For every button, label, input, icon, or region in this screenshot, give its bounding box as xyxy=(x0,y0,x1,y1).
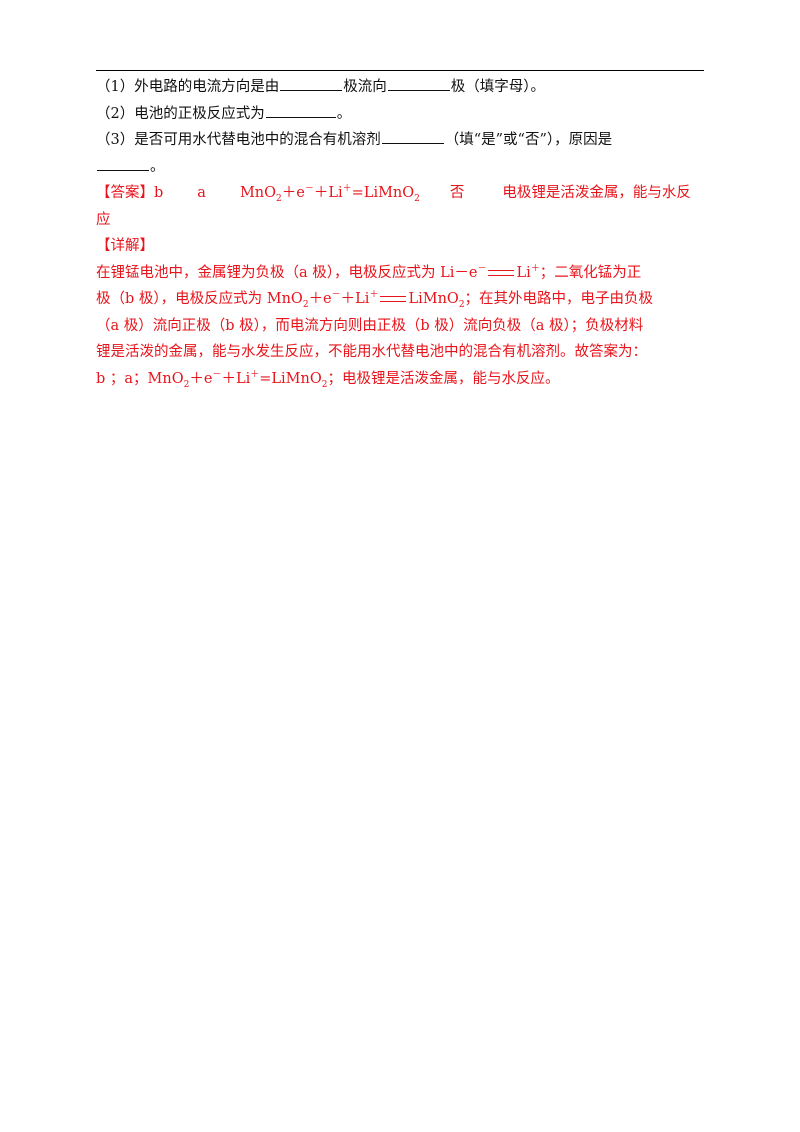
answer-label: 【答案】 xyxy=(96,185,154,201)
explanation-line-4: 锂是活泼的金属，能与水发生反应，不能用水代替电池中的混合有机溶剂。故答案为： xyxy=(96,344,647,360)
explanation-line-5: b ；a；MnO2＋e－＋Li＋=LiMnO2；电极锂是活泼金属，能与水反应。 xyxy=(96,369,560,390)
question-3: （3）是否可用水代替电池中的混合有机溶剂 （填“是”或“否”），原因是 xyxy=(96,127,706,154)
question-1-text: 极流向 xyxy=(343,79,387,95)
question-2: （2）电池的正极反应式为 。 xyxy=(96,101,706,128)
answer-5-continued: 应 xyxy=(96,211,111,228)
equals-sign xyxy=(488,269,515,276)
question-3-text: 。 xyxy=(150,158,165,175)
equals-sign xyxy=(380,296,407,302)
question-2-text: 。 xyxy=(336,105,352,122)
answer-blank xyxy=(265,116,336,118)
explanation-label: 【详解】 xyxy=(96,238,154,254)
question-1: （1）外电路的电流方向是由 极流向 极（填字母）。 xyxy=(96,74,706,101)
header-rule xyxy=(96,70,704,71)
answer-blank xyxy=(280,89,343,91)
question-1-text: 极（填字母）。 xyxy=(450,79,545,95)
answer-blank xyxy=(97,169,149,171)
answer-4: 否 xyxy=(449,185,465,201)
answer-2: a xyxy=(197,185,206,201)
answer-blank xyxy=(381,142,444,144)
question-1-text: （1）外电路的电流方向是由 xyxy=(96,79,280,95)
answer-3: MnO2＋e－＋Li＋=LiMnO2 xyxy=(239,184,420,204)
answer-blank xyxy=(387,89,450,91)
question-3-text: （填“是”或“否”），原因是 xyxy=(444,132,613,148)
explanation-line-2: 极（b 极），电极反应式为 MnO2＋e－＋Li＋LiMnO2；在其外电路中，电… xyxy=(96,290,654,310)
explanation-line-3: （a 极）流向正极（b 极），而电流方向则由正极（b 极）流向负极（a 极）；负… xyxy=(96,317,644,334)
explanation-line-1: 在锂锰电池中，金属锂为负极（a 极），电极反应式为 Li－e－Li＋；二氧化锰为… xyxy=(96,263,642,281)
answer-line: 【答案】b a MnO2＋e－＋Li＋=LiMnO2 否 电极锂是活泼金属，能与水反 xyxy=(96,180,706,207)
answer-line-continued: 应 xyxy=(96,207,706,234)
question-3-text: （3）是否可用水代替电池中的混合有机溶剂 xyxy=(96,132,381,148)
answer-5: 电极锂是活泼金属，能与水反 xyxy=(502,185,691,201)
answer-1: b xyxy=(154,185,164,201)
document-body: （1）外电路的电流方向是由极流向极（填字母）。 （2）电池的正极反应式为。 （3… xyxy=(96,74,706,392)
question-3-continued: 。 xyxy=(96,154,706,181)
question-2-text: （2）电池的正极反应式为 xyxy=(96,105,265,122)
